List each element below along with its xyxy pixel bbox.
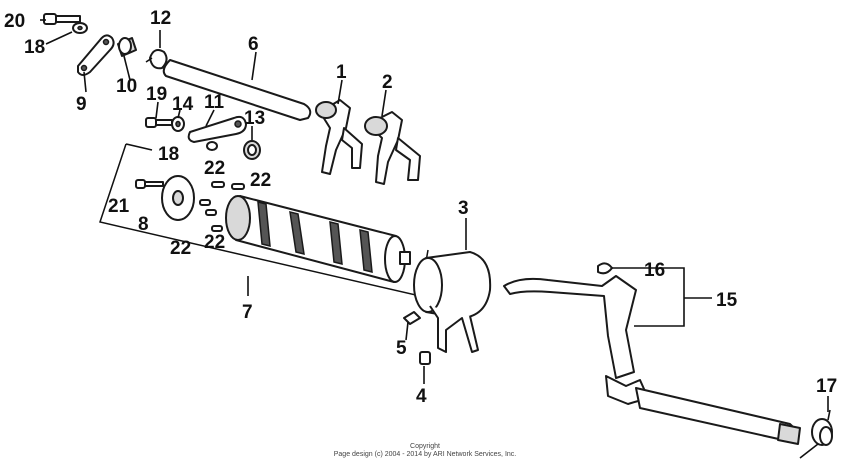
- part-20-bolt: [43, 13, 81, 25]
- part-15-gearshift-spindle: [503, 275, 801, 445]
- callout-18-top: 18: [24, 37, 45, 58]
- part-4-pin: [419, 351, 431, 365]
- part-10-collar: [117, 37, 137, 57]
- callout-12: 12: [150, 8, 171, 29]
- part-1-shift-fork: [315, 99, 363, 175]
- callout-18-middle: 18: [158, 144, 179, 165]
- callout-10: 10: [116, 76, 137, 97]
- callout-16: 16: [644, 260, 665, 281]
- part-13-clip: [243, 140, 261, 160]
- part-16-spring: [597, 262, 613, 275]
- callout-3: 3: [458, 198, 469, 219]
- callout-8: 8: [138, 214, 149, 235]
- callout-21: 21: [108, 196, 130, 217]
- part-8-cam-plate: [161, 175, 195, 221]
- callout-19: 19: [146, 84, 167, 105]
- callout-20: 20: [4, 11, 25, 32]
- part-17-return-spring: [799, 409, 833, 459]
- callout-9: 9: [76, 94, 87, 115]
- copyright-line-1: Copyright: [410, 443, 440, 450]
- callout-11: 11: [204, 92, 225, 113]
- callout-6: 6: [248, 34, 259, 55]
- callout-2: 2: [382, 72, 393, 93]
- part-11-arm: [187, 115, 247, 143]
- part-22-pins: [199, 181, 245, 232]
- part-21-bolt: [135, 179, 164, 189]
- callout-17: 17: [816, 376, 837, 397]
- part-18-washer-middle: [206, 141, 218, 151]
- part-14-washer: [171, 116, 185, 132]
- callout-4: 4: [416, 386, 427, 407]
- callout-15: 15: [716, 290, 738, 311]
- part-5-clip: [403, 311, 421, 325]
- callout-7: 7: [242, 302, 253, 323]
- part-19-bolt: [145, 117, 173, 128]
- part-6-shaft: [162, 59, 312, 121]
- part-3-shift-fork: [413, 251, 492, 353]
- callout-14: 14: [172, 94, 194, 115]
- callout-5: 5: [396, 338, 407, 359]
- copyright-footer: Copyright Page design (c) 2004 - 2014 by…: [0, 443, 850, 459]
- callout-1: 1: [336, 62, 347, 83]
- part-18-washer-top: [72, 22, 88, 34]
- callout-13: 13: [244, 108, 265, 129]
- part-2-shift-fork: [364, 111, 421, 185]
- callout-22-b: 22: [250, 170, 271, 191]
- copyright-line-2: Page design (c) 2004 - 2014 by ARI Netwo…: [333, 451, 517, 458]
- part-7-shift-drum: [225, 195, 411, 283]
- part-9-link-plate: [77, 34, 115, 76]
- callout-22-a: 22: [204, 158, 225, 179]
- callout-22-d: 22: [170, 238, 191, 259]
- part-12-spring-clip: [145, 49, 168, 70]
- callout-22-c: 22: [204, 232, 225, 253]
